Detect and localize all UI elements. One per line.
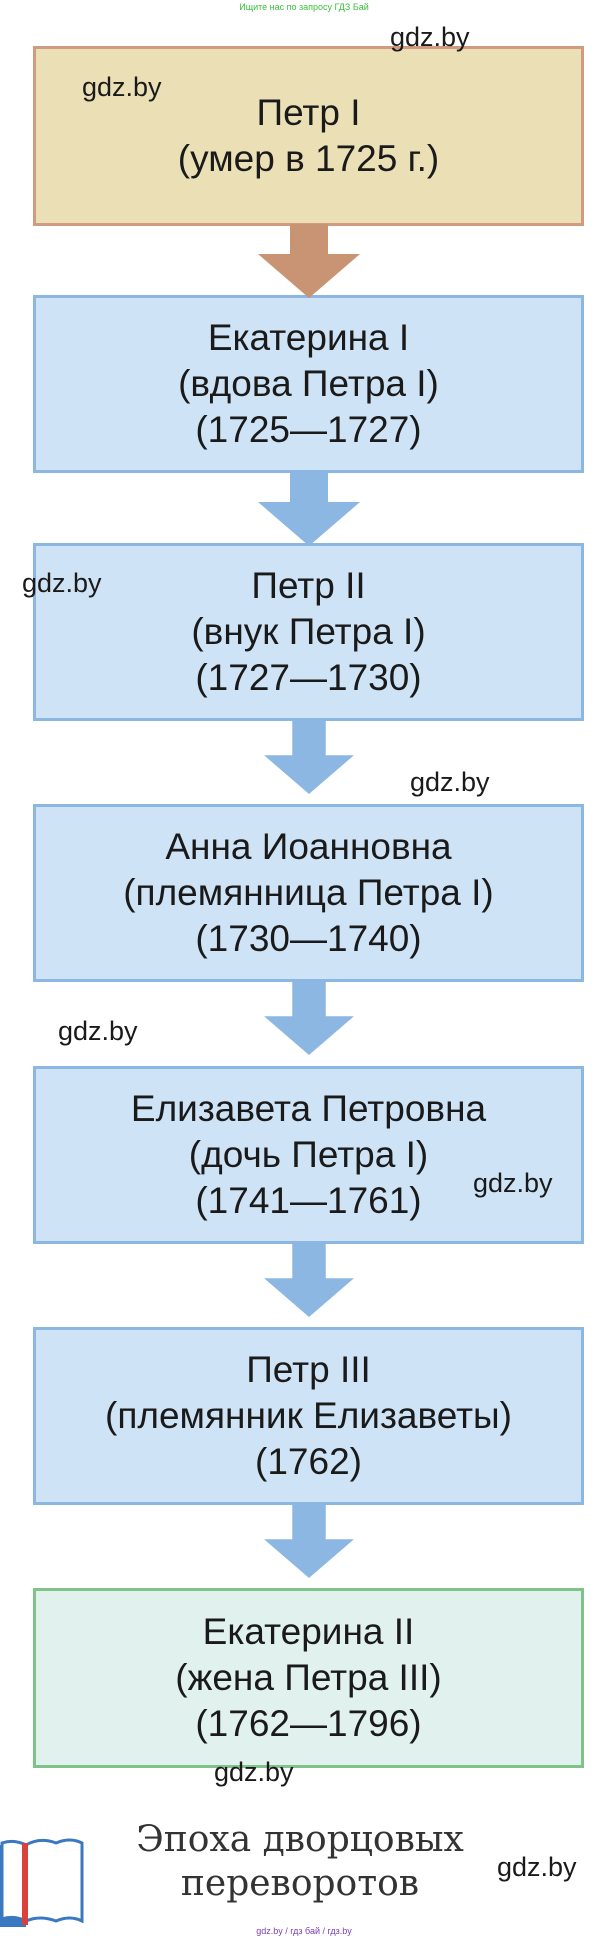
down-arrow-icon <box>258 472 360 546</box>
down-arrow-icon <box>264 981 354 1055</box>
box-peter-iii: Петр III (племянник Елизаветы) (1762) <box>33 1327 584 1505</box>
box-elizabeth: Елизавета Петровна (дочь Петра I) (1741—… <box>33 1066 584 1244</box>
box-line: Петр III <box>246 1349 371 1390</box>
box-line: (1727—1730) <box>195 657 422 698</box>
watermark: gdz.by <box>410 767 490 797</box>
box-line: Екатерина II <box>202 1611 415 1652</box>
box-catherine-i: Екатерина I (вдова Петра I) (1725—1727) <box>33 295 584 473</box>
footer-title-line1: Эпоха дворцовых <box>136 1819 464 1860</box>
footer-title-line2: переворотов <box>180 1863 420 1904</box>
box-catherine-ii: Екатерина II (жена Петра III) (1762—1796… <box>33 1588 584 1768</box>
box-line: (жена Петра III) <box>175 1657 442 1698</box>
box-line: (вдова Петра I) <box>178 363 439 404</box>
watermark: gdz.by <box>22 568 102 598</box>
down-arrow-icon <box>258 224 360 298</box>
box-line: (1762—1796) <box>195 1703 422 1744</box>
watermark: gdz.by <box>473 1168 553 1198</box>
box-line: Петр II <box>251 565 366 606</box>
box-line: Екатерина I <box>207 317 410 358</box>
box-line: (племянник Елизаветы) <box>105 1395 512 1436</box>
box-line: (1730—1740) <box>195 918 422 959</box>
header-note: Ищите нас по запросу ГДЗ Бай <box>239 2 369 12</box>
box-peter-i: Петр I (умер в 1725 г.) <box>33 46 584 226</box>
box-line: (дочь Петра I) <box>188 1134 429 1175</box>
watermark: gdz.by <box>390 22 470 52</box>
box-line: Анна Иоанновна <box>165 826 452 867</box>
box-anna-ioannovna: Анна Иоанновна (племянница Петра I) (173… <box>33 804 584 982</box>
watermark: gdz.by <box>58 1016 138 1046</box>
box-line: (1741—1761) <box>195 1180 422 1221</box>
watermark: gdz.by <box>82 72 162 102</box>
watermark: gdz.by <box>214 1757 294 1787</box>
box-line: (умер в 1725 г.) <box>177 138 440 179</box>
down-arrow-icon <box>264 720 354 794</box>
box-peter-ii: Петр II (внук Петра I) (1727—1730) <box>33 543 584 721</box>
box-line: (внук Петра I) <box>191 611 426 652</box>
box-line: Елизавета Петровна <box>130 1088 487 1129</box>
down-arrow-icon <box>264 1243 354 1317</box>
down-arrow-icon <box>264 1504 354 1578</box>
box-line: (племянница Петра I) <box>123 872 494 913</box>
box-line: (1725—1727) <box>195 409 422 450</box>
watermark: gdz.by <box>497 1852 577 1882</box>
box-line: Петр I <box>256 92 361 133</box>
box-line: (1762) <box>255 1441 362 1482</box>
book-icon <box>0 1838 84 1927</box>
bottom-note: gdz.by / гдз бай / гдз.by <box>256 1926 352 1936</box>
